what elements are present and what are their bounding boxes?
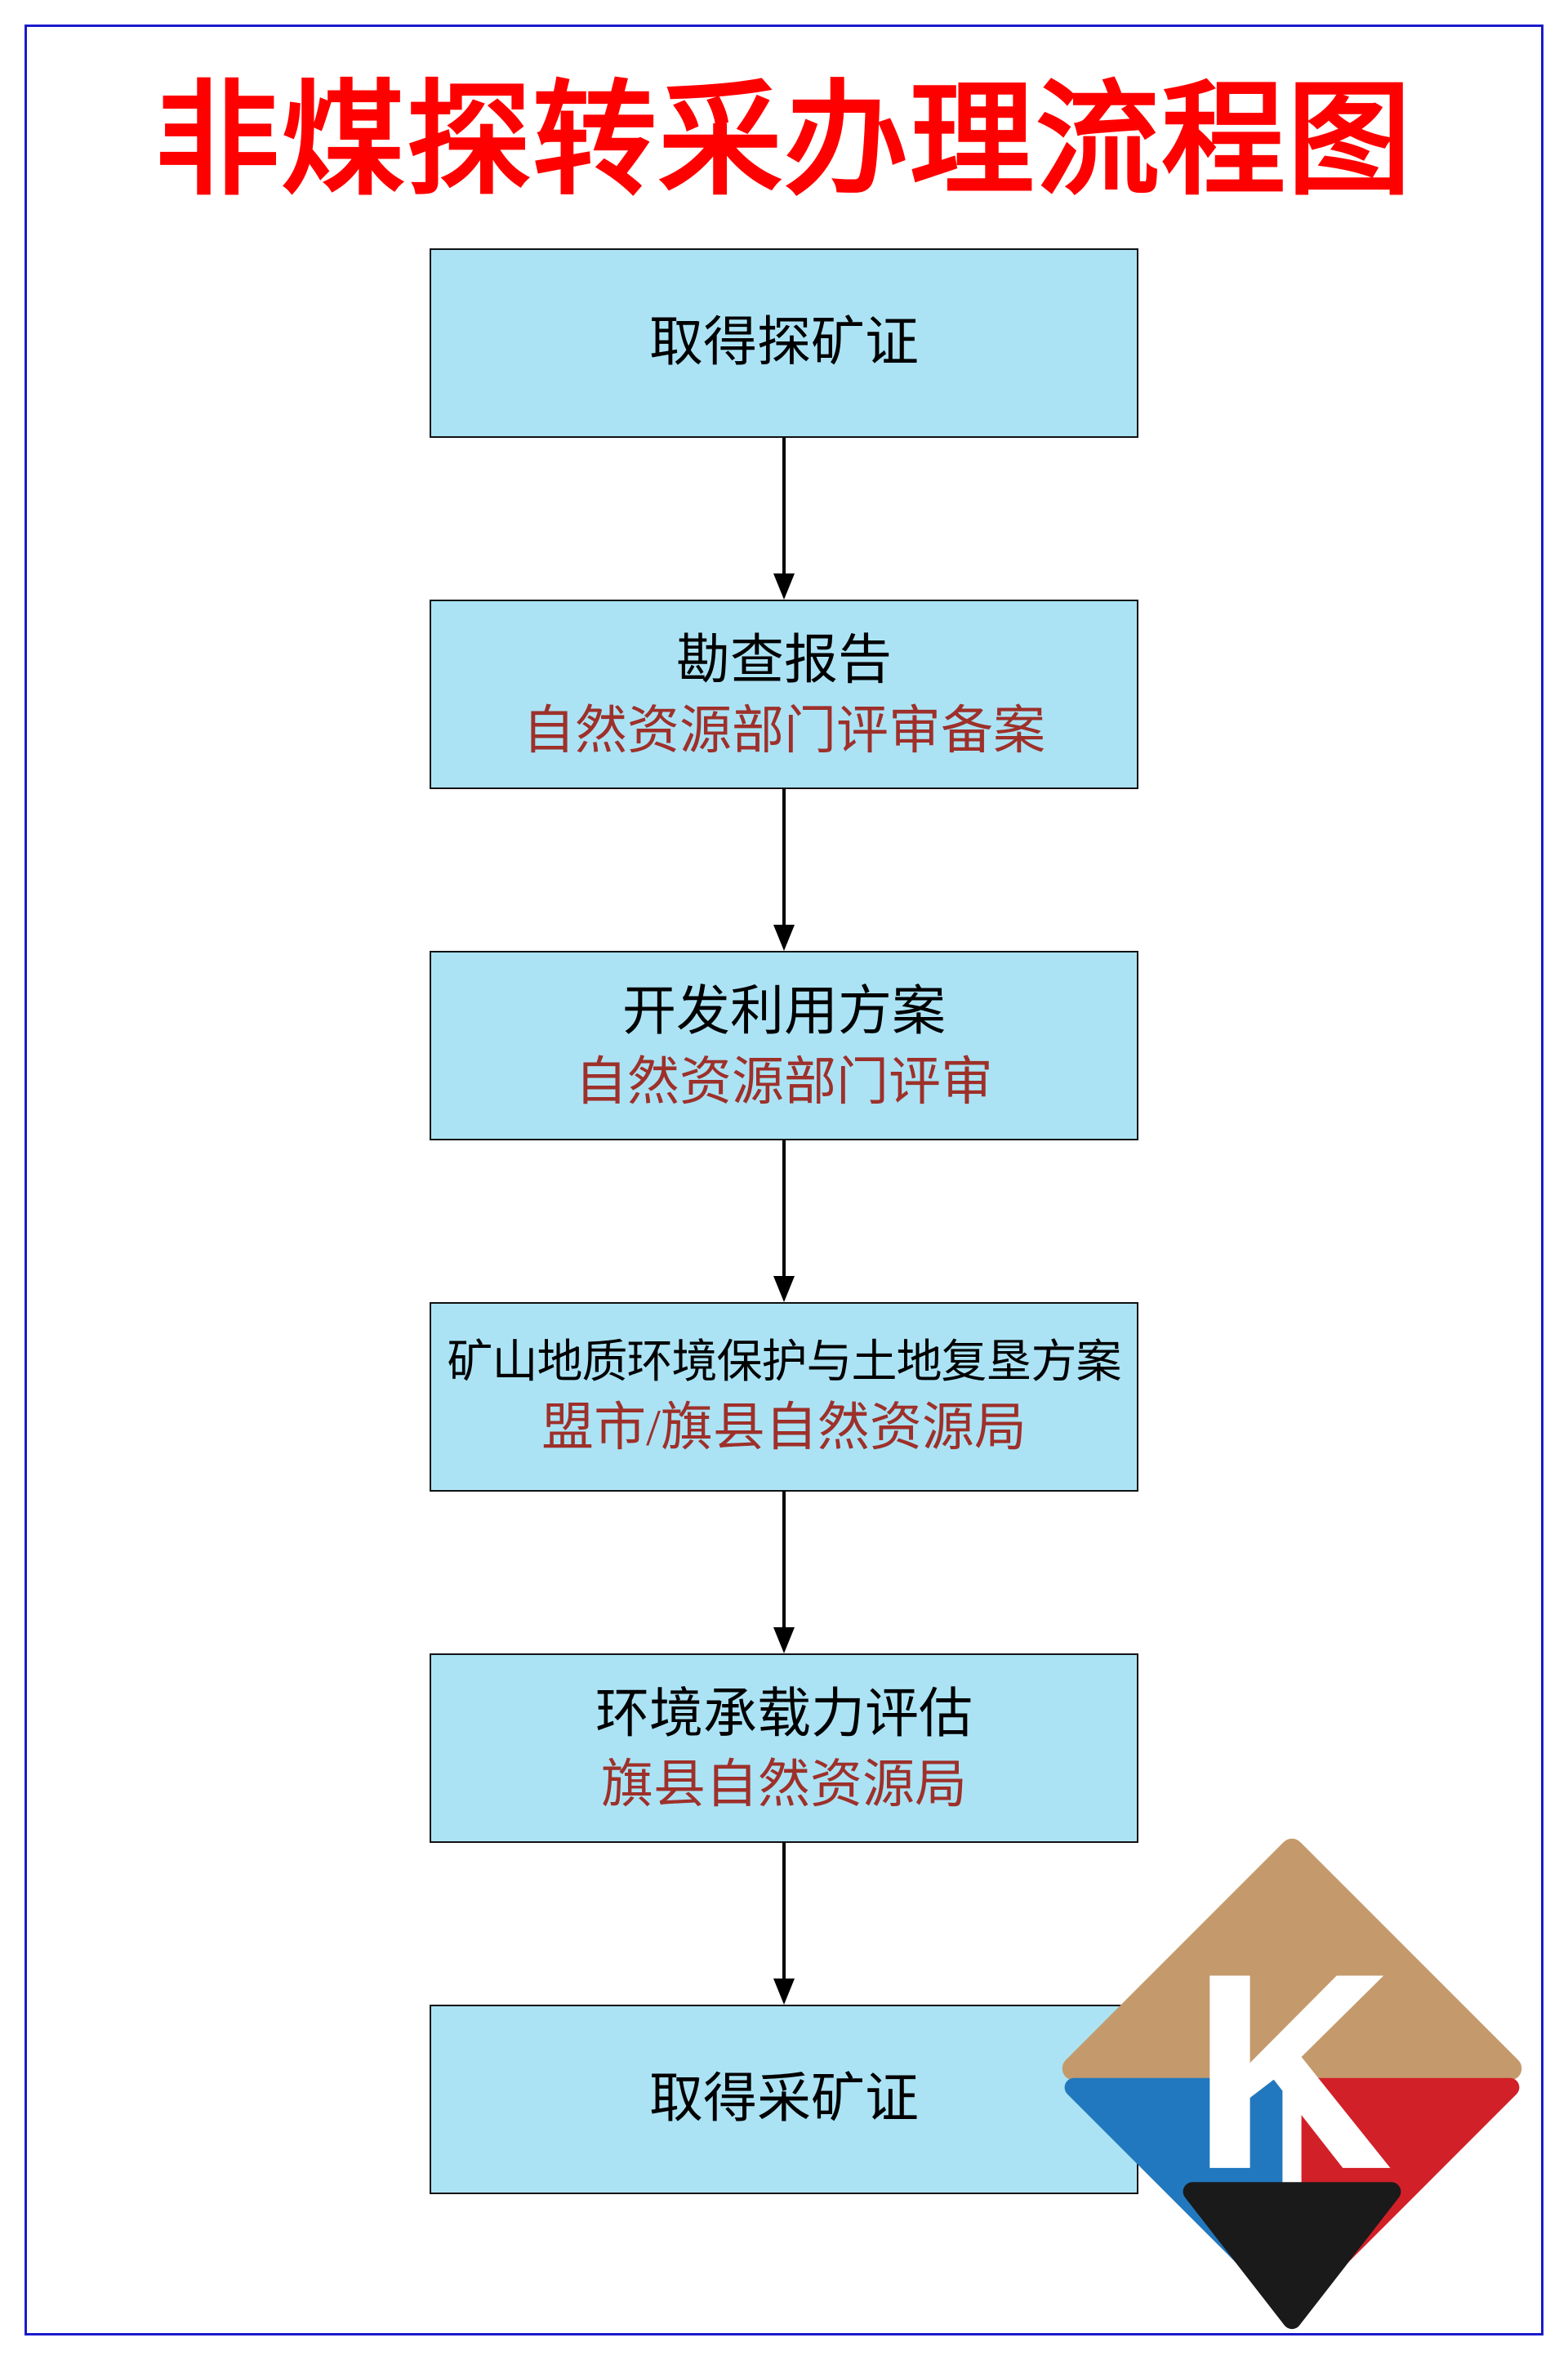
k-logo-letter: K: [1191, 1915, 1392, 2228]
flowchart: 取得探矿证 勘查报告 自然资源部门评审备案 开发利用方案 自然资源部门评审 矿山…: [0, 248, 1568, 2194]
step-subtitle: 自然资源部门评审: [575, 1052, 993, 1111]
arrow-down-icon: [773, 1843, 795, 2005]
flow-step: 开发利用方案 自然资源部门评审: [430, 951, 1138, 1140]
step-title: 取得探矿证: [649, 313, 919, 373]
step-title: 环境承载力评估: [595, 1684, 973, 1744]
k-brand-logo: K: [1055, 1831, 1529, 2334]
arrow-down-icon: [773, 438, 795, 600]
step-title: 勘查报告: [676, 630, 892, 690]
page-title: 非煤探转采办理流程图: [155, 73, 1413, 210]
step-subtitle: 旗县自然资源局: [601, 1755, 967, 1813]
step-subtitle: 盟市/旗县自然资源局: [541, 1399, 1027, 1457]
flow-step: 取得探矿证: [430, 248, 1138, 438]
flow-step: 环境承载力评估 旗县自然资源局: [430, 1653, 1138, 1843]
arrow-down-icon: [773, 1140, 795, 1302]
flow-step: 矿山地质环境保护与土地复垦方案 盟市/旗县自然资源局: [430, 1302, 1138, 1492]
k-logo-icon: K: [1062, 1838, 1522, 2330]
step-title: 开发利用方案: [622, 981, 946, 1042]
step-title: 取得采矿证: [649, 2069, 919, 2130]
step-subtitle: 自然资源部门评审备案: [523, 701, 1045, 760]
step-title: 矿山地质环境保护与土地复垦方案: [447, 1336, 1122, 1388]
arrow-down-icon: [773, 789, 795, 951]
flow-step: 取得采矿证: [430, 2005, 1138, 2194]
flow-step: 勘查报告 自然资源部门评审备案: [430, 600, 1138, 789]
arrow-down-icon: [773, 1492, 795, 1653]
